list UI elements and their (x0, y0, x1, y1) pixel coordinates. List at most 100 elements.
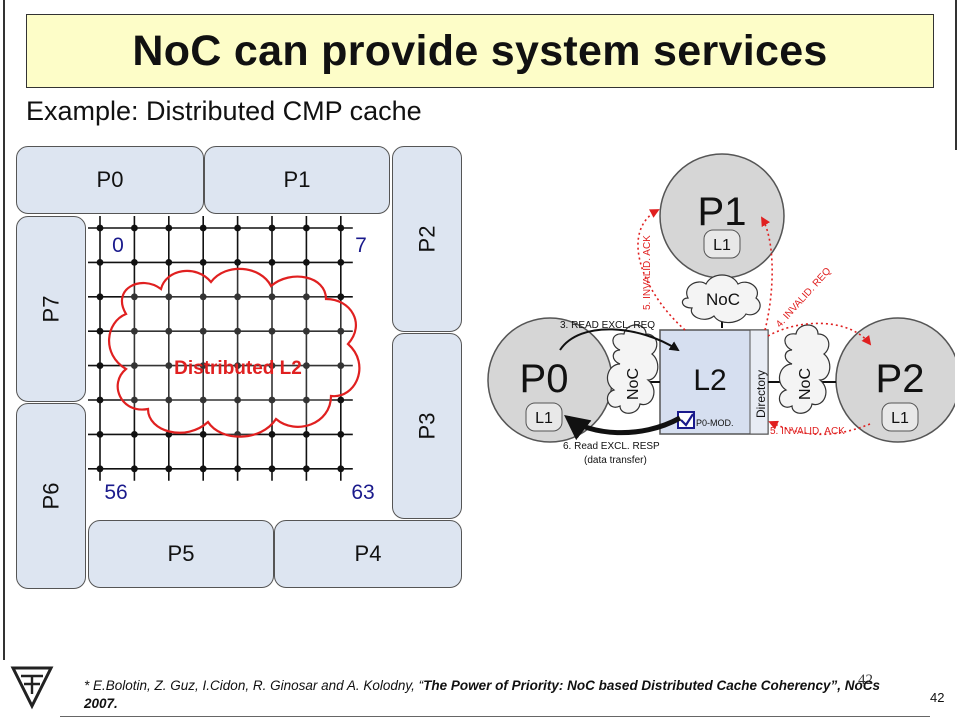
slide-right-frame (955, 0, 957, 150)
mesh-router-node (131, 362, 138, 369)
node-label-0: 0 (112, 234, 124, 257)
noc-right-label: NoC (797, 368, 814, 400)
p0-l1-label: L1 (535, 410, 553, 427)
noc-left-label: NoC (625, 368, 642, 400)
mesh-router-node (234, 224, 242, 232)
mesh-router-node (337, 431, 345, 438)
coherency-diagram: P1 L1 NoC P0 L1 P2 L1 L2 Directory P0-MO… (487, 153, 955, 466)
mesh-router-node (199, 362, 207, 369)
invalid-ack-p1-label: 5. INVALID. ACK (642, 235, 653, 310)
mesh-router-node (199, 465, 207, 473)
noc-cloud-top (681, 274, 761, 324)
mesh-router-node (337, 396, 345, 404)
mesh-router-node (96, 465, 104, 473)
p1-l1 (703, 229, 741, 259)
citation-authors: * E.Bolotin, Z. Guz, I.Cidon, R. Ginosar… (84, 678, 424, 693)
l2-label: L2 (693, 364, 726, 397)
mesh-router-node (234, 293, 242, 301)
mesh-router-node (131, 465, 138, 473)
mesh-router-node (268, 431, 276, 438)
noc-cloud-left (606, 324, 659, 414)
mesh-router-node (303, 465, 310, 473)
processor-p1: P1 (204, 146, 390, 214)
mesh-router-node (337, 293, 345, 301)
mesh-router-node (303, 362, 310, 369)
mesh-nodes (96, 224, 345, 473)
p0-mod-label: P0-MOD. (696, 418, 734, 428)
mesh-router-node (337, 362, 345, 369)
noc-top-label: NoC (706, 290, 740, 309)
check-icon (680, 413, 694, 427)
arrow-invalid-req-p2 (767, 322, 872, 346)
mesh-router-node (303, 259, 310, 266)
mesh-router-node (234, 465, 242, 473)
mesh-router-node (165, 259, 173, 266)
mesh-router-node (234, 362, 242, 369)
arrow-invalid-ack-p2 (768, 420, 871, 436)
processor-p5: P5 (88, 520, 274, 588)
mesh-router-node (199, 293, 207, 301)
mesh-network: Distributed L2 0 7 56 63 (88, 216, 375, 504)
arrow-invalid-ack-p1 (637, 209, 686, 331)
mesh-router-node (268, 293, 276, 301)
directory-label: Directory (754, 370, 768, 418)
mesh-router-node (199, 259, 207, 266)
mesh-router-node (131, 259, 138, 266)
p2-label: P2 (876, 357, 925, 401)
mesh-router-node (96, 259, 104, 266)
p1-label: P1 (698, 190, 747, 234)
data-transfer-label: (data transfer) (584, 455, 647, 466)
p2-l1 (881, 402, 919, 432)
mesh-router-node (165, 224, 173, 232)
mesh-router-node (131, 396, 138, 404)
mesh-router-node (268, 327, 276, 335)
mesh-router-node (268, 362, 276, 369)
mesh-router-node (234, 259, 242, 266)
p0-label: P0 (520, 357, 569, 401)
node-label-56: 56 (104, 481, 127, 504)
citation: * E.Bolotin, Z. Guz, I.Cidon, R. Ginosar… (84, 677, 884, 713)
mesh-router-node (303, 293, 310, 301)
noc-cloud-right (778, 324, 831, 414)
mesh-router-node (165, 465, 173, 473)
mesh-router-node (337, 259, 345, 266)
technion-logo (10, 666, 54, 710)
arrow-invalid-req-p1 (761, 216, 773, 331)
mesh-router-node (165, 362, 173, 369)
processor-p7: P7 (16, 216, 86, 402)
mesh-router-node (131, 293, 138, 301)
page-number: 42 (930, 690, 945, 705)
invalid-ack-p2-label: 5. INVALID. ACK (770, 426, 845, 437)
mesh-router-node (303, 224, 310, 232)
mesh-router-node (96, 224, 104, 232)
processor-p3: P3 (392, 333, 462, 519)
arrow-read-excl-req (559, 328, 680, 352)
p2-node (835, 317, 955, 443)
p2-l1-label: L1 (891, 410, 909, 427)
mesh-router-node (268, 224, 276, 232)
mesh-router-node (165, 293, 173, 301)
mesh-router-node (96, 431, 104, 438)
mesh-router-node (199, 327, 207, 335)
mesh-router-node (96, 293, 104, 301)
mesh-router-node (96, 396, 104, 404)
mesh-router-node (303, 431, 310, 438)
mesh-router-node (96, 362, 104, 369)
processor-p6: P6 (16, 403, 86, 589)
footer-line (60, 716, 930, 717)
mesh-router-node (337, 465, 345, 473)
citation-paper-title: The Power of Priority: NoC based Distrib… (423, 678, 831, 693)
mesh-router-node (303, 327, 310, 335)
mesh-router-node (199, 396, 207, 404)
mesh-router-node (165, 327, 173, 335)
slide-left-frame (3, 0, 5, 660)
title-box: NoC can provide system services (26, 14, 934, 88)
p1-l1-label: L1 (713, 237, 731, 254)
invalid-req-label: 4. INVALID. REQ (774, 266, 834, 330)
mesh-router-node (199, 431, 207, 438)
slide-subtitle: Example: Distributed CMP cache (26, 96, 422, 126)
processor-p2: P2 (392, 146, 462, 332)
read-excl-req-label: 3. READ EXCL. REQ (560, 320, 655, 331)
node-label-7: 7 (355, 234, 367, 257)
mesh-router-node (337, 327, 345, 335)
